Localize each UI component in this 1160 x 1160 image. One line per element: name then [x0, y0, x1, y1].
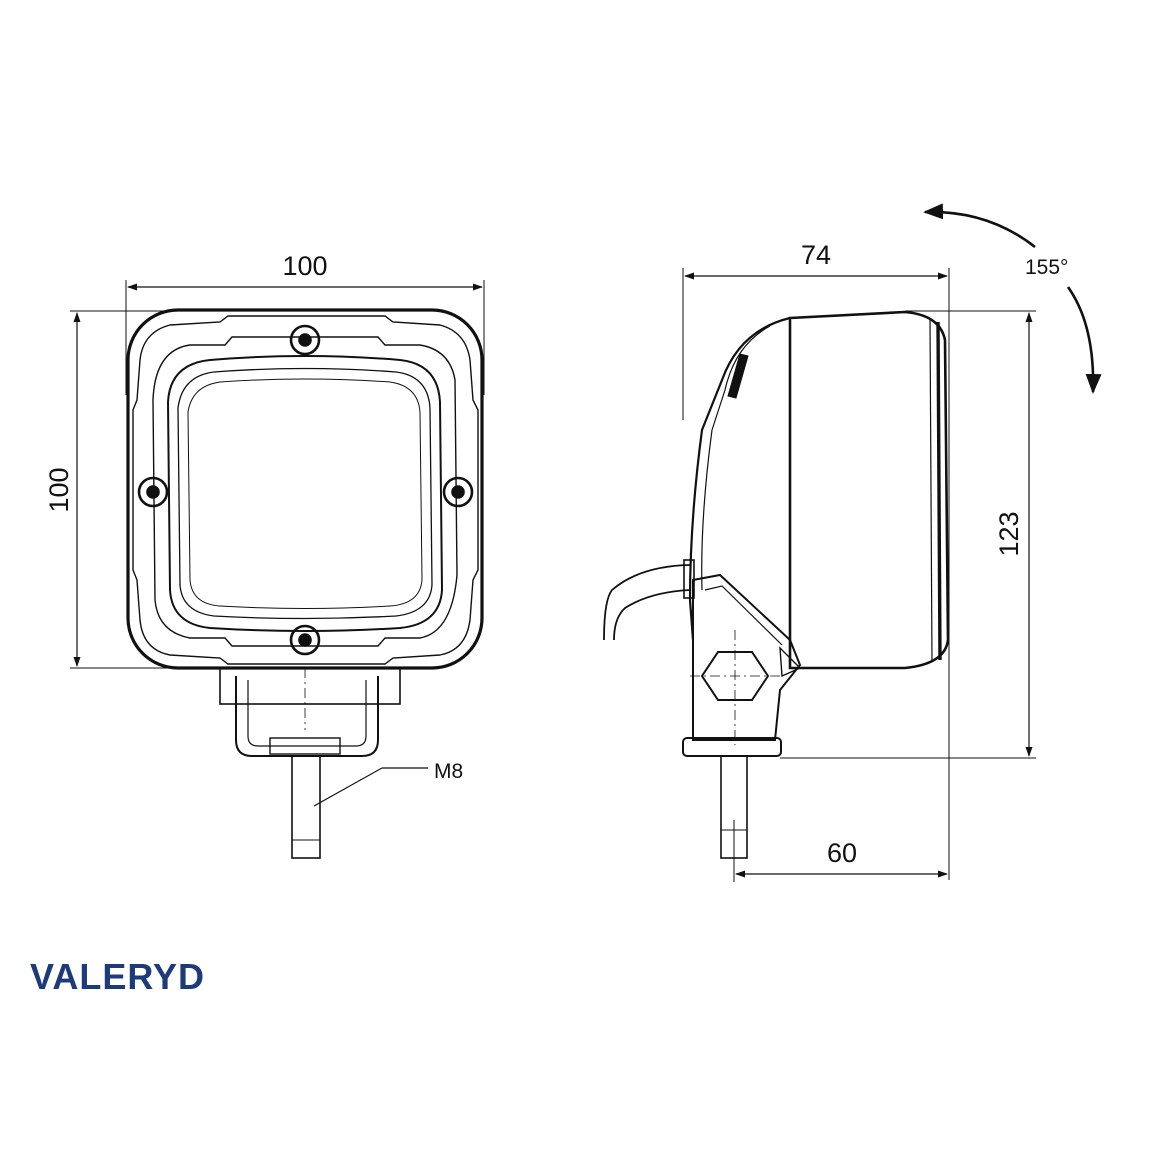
- front-bracket-foot: [269, 737, 341, 755]
- rotation-arrow-arc: [923, 203, 1036, 249]
- m8-thread-label: M8: [434, 760, 463, 783]
- side-mount-label: 60: [827, 838, 857, 868]
- side-hex-nut: [700, 651, 770, 701]
- side-cable-gland: [683, 559, 695, 599]
- front-screw-right: [442, 476, 474, 508]
- side-housing-body: [788, 310, 950, 670]
- side-lens-front: [936, 321, 942, 661]
- side-view: [603, 203, 1102, 882]
- side-depth-label: 74: [801, 240, 831, 270]
- front-lens-inner: [177, 367, 433, 620]
- side-housing-contour: [701, 429, 713, 591]
- side-housing-back: [688, 316, 791, 641]
- front-height-label: 100: [44, 467, 74, 512]
- side-cable-bottom: [613, 589, 691, 641]
- front-bracket-base: [219, 667, 401, 705]
- front-width-label: 100: [282, 251, 327, 281]
- side-bracket-tab: [779, 646, 802, 678]
- rotation-arrow-arc-lower: [1066, 286, 1102, 394]
- side-bolt: [720, 755, 748, 859]
- front-lens-outer: [166, 355, 444, 632]
- front-bracket-arm: [235, 676, 379, 757]
- m8-leader-line: [313, 767, 383, 807]
- side-fin: [727, 353, 749, 399]
- front-lens-reflector: [187, 378, 423, 609]
- side-lens-front-inner: [929, 319, 933, 663]
- side-housing-back-inner: [711, 325, 771, 431]
- front-housing-inner-frame: [152, 336, 458, 647]
- front-bracket-arm-inner: [247, 680, 367, 747]
- rotation-angle-label: 155°: [1025, 256, 1068, 279]
- side-bracket-arm: [692, 573, 802, 741]
- front-screw-left: [137, 476, 169, 508]
- front-housing-rim: [132, 315, 479, 665]
- side-bracket-arm-inner: [704, 585, 783, 646]
- front-view: [70, 280, 485, 859]
- front-screw-bottom: [289, 624, 321, 656]
- side-cable-top: [603, 564, 691, 641]
- side-height-label: 123: [994, 511, 1024, 556]
- front-screw-top: [289, 324, 321, 356]
- valeryd-logo: VALERYD: [30, 956, 206, 997]
- front-m8-bolt: [291, 755, 321, 859]
- front-housing-outer: [126, 308, 484, 670]
